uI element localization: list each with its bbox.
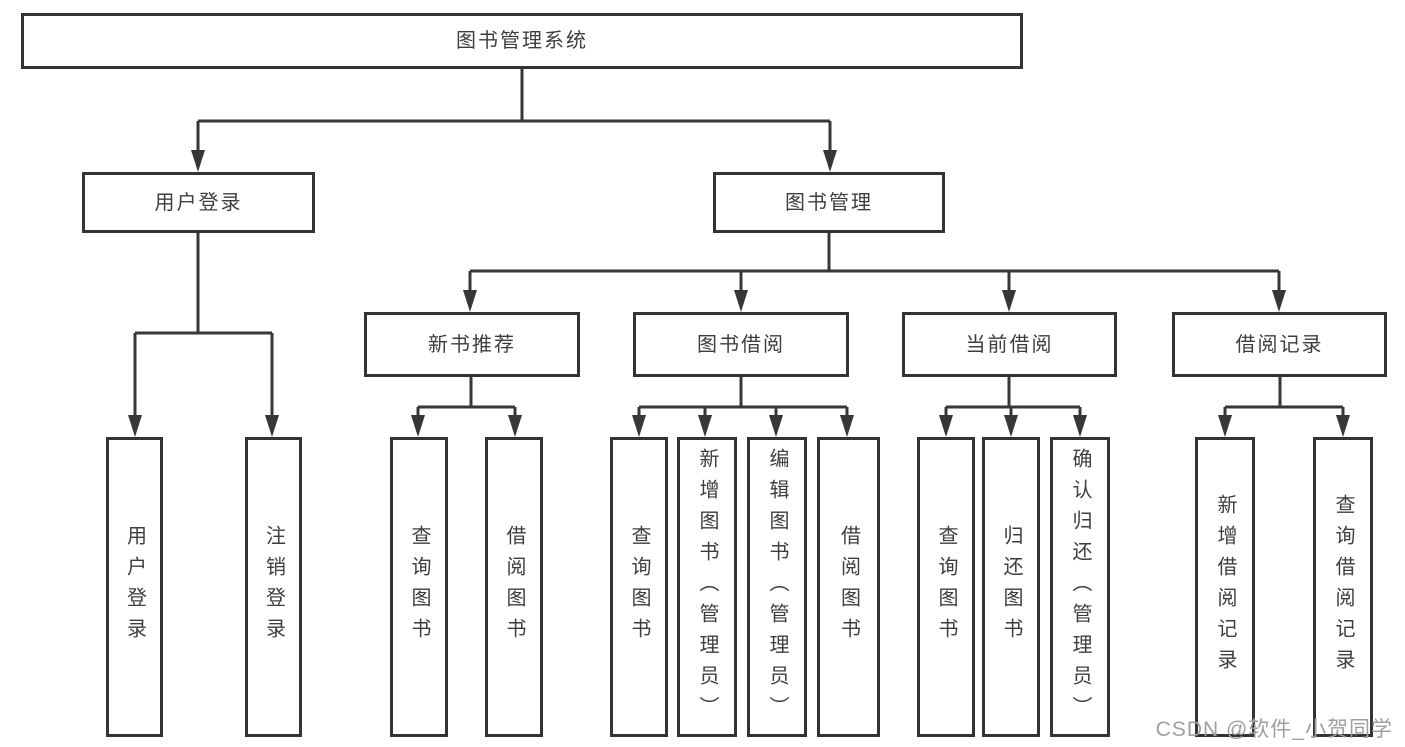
node-book-borrow: 图书借阅	[633, 312, 849, 377]
leaf-current-query-books: 查询图书	[917, 437, 975, 737]
node-current-borrow: 当前借阅	[902, 312, 1117, 377]
node-new-book-recommend: 新书推荐	[364, 312, 580, 377]
arrowheads	[128, 150, 1350, 437]
connector-path	[133, 69, 1345, 416]
leaf-newbook-borrow-books: 借阅图书	[485, 437, 543, 737]
leaf-borrow-borrow-books: 借阅图书	[817, 437, 880, 737]
watermark-text: CSDN @软件_小贺同学	[1155, 718, 1393, 741]
leaf-current-confirm-return-admin: 确认归还（管理员）	[1050, 437, 1110, 737]
node-root: 图书管理系统	[21, 13, 1023, 69]
leaf-logout-login: 注销登录	[245, 437, 302, 737]
leaf-borrow-edit-books-admin: 编辑图书（管理员）	[747, 437, 807, 737]
leaf-current-return-books: 归还图书	[982, 437, 1040, 737]
leaf-newbook-query-books: 查询图书	[390, 437, 448, 737]
node-borrow-records: 借阅记录	[1172, 312, 1387, 377]
leaf-borrow-add-books-admin: 新增图书（管理员）	[677, 437, 737, 737]
node-book-management: 图书管理	[713, 172, 945, 233]
leaf-records-add-record: 新增借阅记录	[1195, 437, 1255, 737]
leaf-user-login: 用户登录	[106, 437, 163, 737]
leaf-borrow-query-books: 查询图书	[610, 437, 668, 737]
leaf-records-query-record: 查询借阅记录	[1313, 437, 1373, 737]
node-user-login: 用户登录	[82, 172, 315, 233]
